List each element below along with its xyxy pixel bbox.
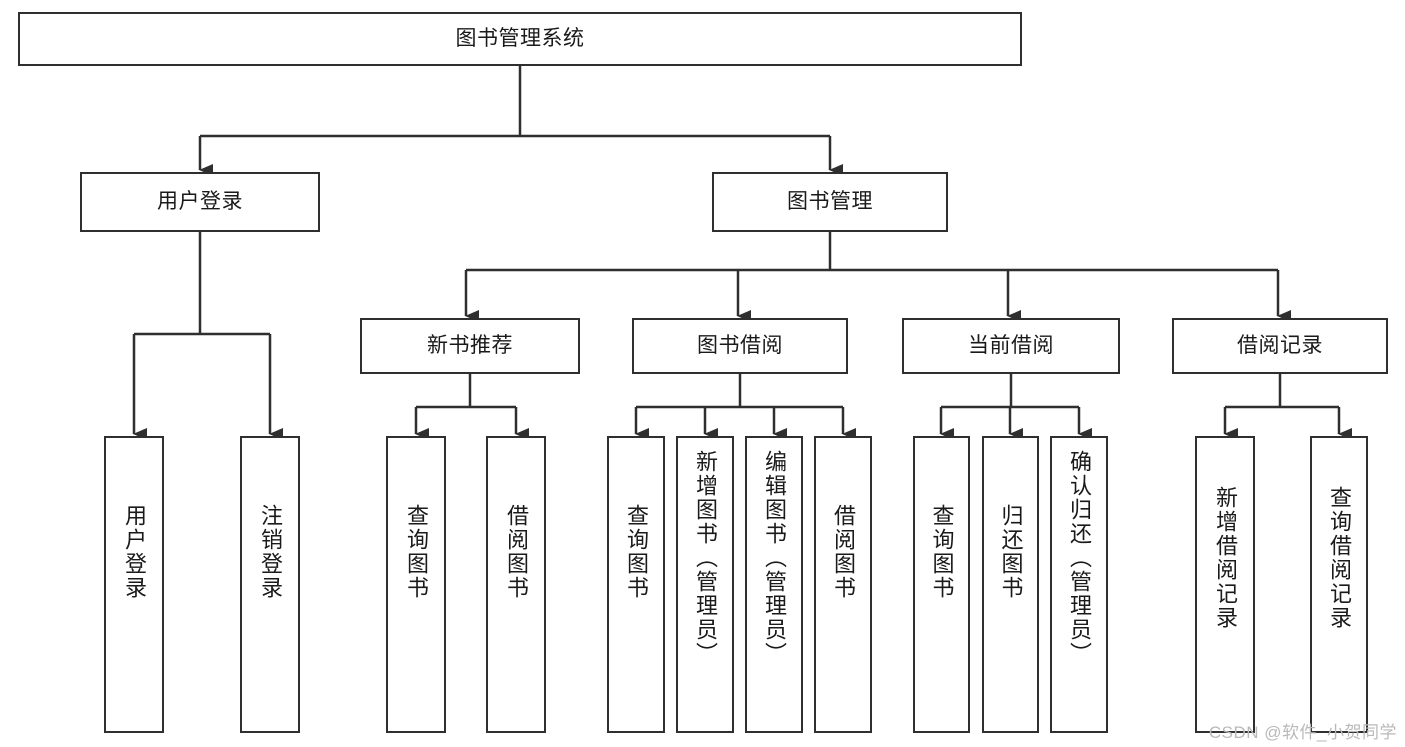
node-leaf-borrow-book-2-label: 借阅图书 <box>831 504 856 600</box>
node-current-borrow[interactable]: 当前借阅 <box>902 318 1120 374</box>
node-book-manage[interactable]: 图书管理 <box>712 172 948 232</box>
node-leaf-query-book-1-label: 查询图书 <box>404 504 429 600</box>
node-leaf-user-login[interactable]: 用户登录 <box>104 436 164 733</box>
node-leaf-user-login-label: 用户登录 <box>122 504 147 600</box>
node-leaf-logout-label: 注销登录 <box>258 504 283 600</box>
node-leaf-confirm-return-admin-label: 确认归还（管理员） <box>1067 450 1092 666</box>
node-leaf-query-borrow-record-label: 查询借阅记录 <box>1327 486 1352 630</box>
node-user-login-label: 用户登录 <box>157 189 243 213</box>
node-user-login[interactable]: 用户登录 <box>80 172 320 232</box>
node-root[interactable]: 图书管理系统 <box>18 12 1022 66</box>
node-leaf-return-book[interactable]: 归还图书 <box>982 436 1039 733</box>
node-leaf-add-book-admin[interactable]: 新增图书（管理员） <box>676 436 734 733</box>
node-leaf-add-borrow-record[interactable]: 新增借阅记录 <box>1195 436 1255 733</box>
node-leaf-edit-book-admin[interactable]: 编辑图书（管理员） <box>745 436 803 733</box>
node-leaf-return-book-label: 归还图书 <box>998 504 1024 600</box>
node-book-borrow-label: 图书借阅 <box>697 333 783 357</box>
watermark-text: CSDN @软件_小贺同学 <box>1208 723 1397 742</box>
node-current-borrow-label: 当前借阅 <box>968 333 1054 357</box>
node-leaf-logout[interactable]: 注销登录 <box>240 436 300 733</box>
node-book-manage-label: 图书管理 <box>787 189 873 213</box>
node-new-book-recommend[interactable]: 新书推荐 <box>360 318 580 374</box>
node-root-label: 图书管理系统 <box>455 26 585 50</box>
node-borrow-record[interactable]: 借阅记录 <box>1172 318 1388 374</box>
node-leaf-query-book-3-label: 查询图书 <box>929 504 955 600</box>
node-leaf-add-book-admin-label: 新增图书（管理员） <box>693 450 718 666</box>
node-leaf-add-borrow-record-label: 新增借阅记录 <box>1213 486 1238 630</box>
node-leaf-query-book-3[interactable]: 查询图书 <box>913 436 970 733</box>
node-leaf-borrow-book-1-label: 借阅图书 <box>504 504 529 600</box>
node-leaf-query-book-1[interactable]: 查询图书 <box>386 436 446 733</box>
node-leaf-borrow-book-2[interactable]: 借阅图书 <box>814 436 872 733</box>
node-leaf-query-book-2-label: 查询图书 <box>624 504 649 600</box>
node-book-borrow[interactable]: 图书借阅 <box>632 318 848 374</box>
node-borrow-record-label: 借阅记录 <box>1237 333 1323 357</box>
node-leaf-query-borrow-record[interactable]: 查询借阅记录 <box>1310 436 1368 733</box>
node-leaf-confirm-return-admin[interactable]: 确认归还（管理员） <box>1050 436 1108 733</box>
node-new-book-recommend-label: 新书推荐 <box>427 333 513 357</box>
node-leaf-borrow-book-1[interactable]: 借阅图书 <box>486 436 546 733</box>
node-leaf-edit-book-admin-label: 编辑图书（管理员） <box>762 450 787 666</box>
node-leaf-query-book-2[interactable]: 查询图书 <box>607 436 665 733</box>
